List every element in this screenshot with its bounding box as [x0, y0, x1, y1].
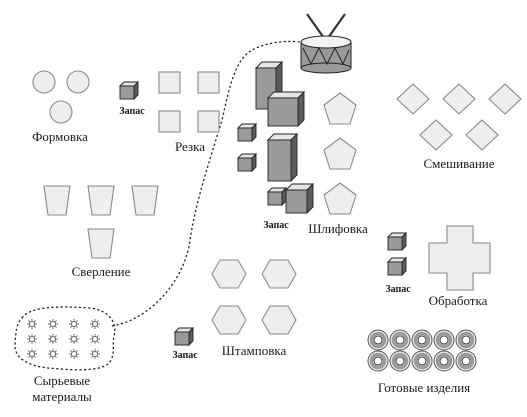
gear-material	[26, 333, 38, 345]
mixing-station	[419, 119, 453, 151]
drilling-station	[131, 185, 159, 216]
raw-materials-label-line2: материалы	[32, 389, 92, 404]
cutting-station	[158, 71, 181, 94]
molding-station	[32, 70, 56, 94]
finished-goods-area: Готовые изделия	[367, 329, 477, 395]
molding-area: Формовка	[32, 70, 90, 144]
cutting-stock-label: Запас	[119, 106, 145, 117]
drilling-station	[43, 185, 71, 216]
grinding-stock-column	[237, 60, 315, 215]
stock-box-icon	[387, 232, 407, 251]
drilling-label: Сверление	[72, 264, 131, 279]
mixing-label: Смешивание	[423, 156, 494, 171]
processing-station	[428, 225, 491, 291]
gear-material	[26, 348, 38, 360]
processing-label: Обработка	[429, 293, 488, 308]
molding-station	[66, 70, 90, 94]
stamping-station	[211, 305, 247, 335]
gear-material	[89, 348, 101, 360]
molding-station	[49, 100, 73, 124]
grinding-station	[323, 182, 357, 215]
cutting-area: Резка	[158, 71, 220, 154]
stamping-area: Штамповка	[211, 259, 297, 358]
grinding-label: Шлифовка	[308, 221, 368, 236]
gear-material	[47, 333, 59, 345]
molding-label: Формовка	[32, 129, 88, 144]
material-flow-path	[111, 40, 301, 327]
stamping-stock: Запас	[172, 327, 198, 361]
stamping-station	[261, 259, 297, 289]
cutting-station	[158, 110, 181, 133]
drum-icon	[300, 13, 352, 74]
gear-material	[89, 318, 101, 330]
stamping-station	[211, 259, 247, 289]
raw-materials-boundary	[14, 306, 116, 371]
gear-material	[26, 318, 38, 330]
mixing-station	[396, 83, 430, 115]
grinding-area: Шлифовка	[308, 92, 368, 236]
processing-area: Обработка	[428, 225, 491, 308]
gear-material	[89, 333, 101, 345]
stamping-label: Штамповка	[222, 343, 287, 358]
stock-box-icon	[119, 81, 139, 100]
mixing-area: Смешивание	[396, 83, 522, 171]
gear-material	[47, 348, 59, 360]
gear-material	[68, 333, 80, 345]
drilling-station	[87, 185, 115, 216]
grinding-station	[323, 137, 357, 170]
cutting-label: Резка	[175, 139, 205, 154]
finished-goods-label: Готовые изделия	[378, 380, 470, 395]
mixing-station	[488, 83, 522, 115]
processing-stock: Запас	[385, 232, 411, 295]
mixing-station	[465, 119, 499, 151]
stamping-stock-label: Запас	[172, 350, 198, 361]
gear-material	[68, 318, 80, 330]
mixing-station	[442, 83, 476, 115]
raw-materials-label-line1: Сырьевые	[34, 373, 90, 388]
stock-box-icon	[174, 327, 194, 346]
cutting-station	[197, 71, 220, 94]
grinding-station	[323, 92, 357, 125]
processing-stock-label: Запас	[385, 284, 411, 295]
grinding-stock-label: Запас	[263, 220, 289, 231]
stamping-station	[261, 305, 297, 335]
drilling-area: Сверление	[43, 185, 159, 279]
cutting-stock: Запас	[119, 81, 145, 117]
raw-materials-area: Сырьевые материалы	[14, 306, 116, 404]
stock-box-icon	[387, 257, 407, 276]
cutting-station	[197, 110, 220, 133]
drilling-station	[87, 228, 115, 259]
gear-material	[47, 318, 59, 330]
gear-material	[68, 348, 80, 360]
